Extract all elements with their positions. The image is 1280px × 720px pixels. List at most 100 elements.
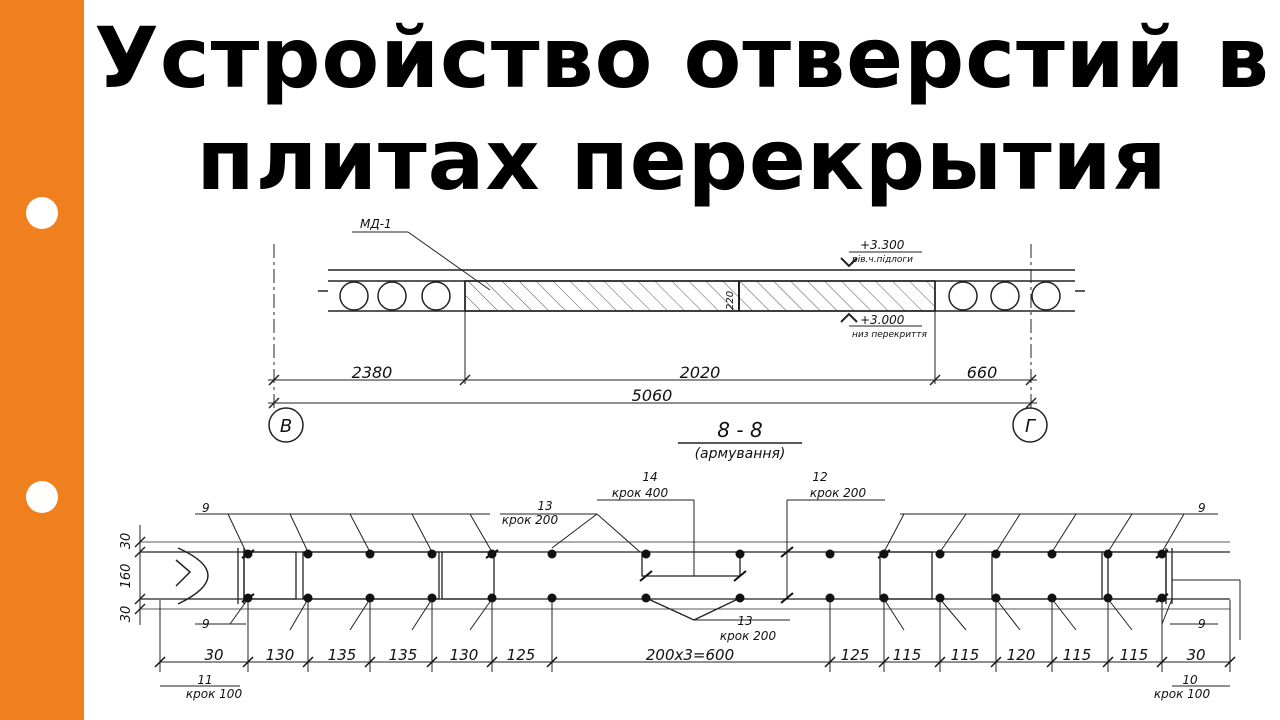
rebar-dot bbox=[735, 549, 745, 559]
rebar-dot bbox=[547, 593, 557, 603]
callout-11-number: 11 bbox=[197, 673, 212, 687]
orange-side-strip bbox=[0, 0, 84, 720]
stirrup-hook bbox=[241, 549, 255, 559]
axis-label-left: В bbox=[280, 416, 292, 437]
vertical-dim-top: 30 bbox=[119, 533, 134, 550]
rebar-dot bbox=[365, 593, 375, 603]
rebar-dot bbox=[735, 593, 745, 603]
dimension-tick bbox=[1102, 656, 1114, 668]
bullet-dot-top bbox=[26, 197, 58, 229]
trim-bar-mark bbox=[639, 570, 653, 582]
dimension-tick bbox=[824, 656, 836, 668]
dimension-tick bbox=[426, 656, 438, 668]
dim-label-middle: 2020 bbox=[680, 363, 721, 382]
hollow-core-circle bbox=[377, 281, 407, 311]
dimension-tick bbox=[546, 656, 558, 668]
section-subtitle: (армування) bbox=[695, 446, 786, 462]
rebar-dot bbox=[825, 593, 835, 603]
hollow-core-circle bbox=[1031, 281, 1061, 311]
callout-12-step: крок 200 bbox=[810, 486, 867, 500]
callout-13-top-number: 13 bbox=[537, 499, 552, 513]
callout-14-number: 14 bbox=[642, 470, 657, 484]
bottom-dim-left-5: 130 bbox=[450, 646, 479, 664]
trim-bar-mark bbox=[780, 546, 794, 558]
dimension-tick bbox=[154, 656, 166, 668]
dimension-tick bbox=[934, 656, 946, 668]
hollow-core-circle bbox=[948, 281, 978, 311]
rebar-dot bbox=[879, 593, 889, 603]
monolithic-section-hatch bbox=[464, 280, 936, 312]
dimension-tick bbox=[990, 656, 1002, 668]
slide-title-line1: Устройство отверстий в bbox=[94, 9, 1270, 107]
stirrup-hook bbox=[1155, 549, 1169, 559]
dimension-tick bbox=[1046, 656, 1058, 668]
rebar-dot bbox=[825, 549, 835, 559]
callout-13-top-step: крок 200 bbox=[502, 513, 559, 527]
stirrup-hook bbox=[485, 549, 499, 559]
callout-14-step: крок 400 bbox=[612, 486, 669, 500]
hollow-core-circle bbox=[990, 281, 1020, 311]
dim-label-total: 5060 bbox=[632, 386, 673, 405]
callout-13-bottom-number: 13 bbox=[737, 614, 752, 628]
bottom-dim-right-1: 125 bbox=[841, 646, 870, 664]
rebar-dot bbox=[487, 593, 497, 603]
rebar-dot bbox=[547, 549, 557, 559]
bottom-dim-right-6: 115 bbox=[1120, 646, 1149, 664]
callout-10-number: 10 bbox=[1182, 673, 1198, 687]
bottom-dim-right-5: 115 bbox=[1063, 646, 1092, 664]
bottom-dim-left-1: 30 bbox=[204, 646, 223, 664]
dimension-tick bbox=[486, 656, 498, 668]
dimension-tick bbox=[1156, 656, 1168, 668]
vertical-dim-middle: 160 bbox=[119, 564, 134, 589]
axis-bubble-right bbox=[1012, 407, 1048, 443]
bottom-level-note: низ перекриття bbox=[852, 330, 928, 340]
rebar-dot bbox=[1103, 593, 1113, 603]
rebar-dot bbox=[991, 549, 1001, 559]
rebar-dot bbox=[935, 593, 945, 603]
bullet-dot-bottom bbox=[26, 481, 58, 513]
dimension-tick bbox=[302, 656, 314, 668]
trim-bar-mark bbox=[780, 592, 794, 604]
stirrup-hook bbox=[877, 549, 891, 559]
hollow-core-circle bbox=[421, 281, 451, 311]
slab-elevation bbox=[268, 231, 1085, 443]
rebar-dot bbox=[303, 549, 313, 559]
top-level-note: рів.ч.підлоги bbox=[851, 255, 913, 265]
bottom-dim-left-3: 135 bbox=[328, 646, 357, 664]
rebar-dot bbox=[1047, 549, 1057, 559]
bottom-dim-middle: 200х3=600 bbox=[646, 646, 734, 664]
slab-thickness-label: 220 bbox=[725, 291, 736, 310]
rebar-layer bbox=[154, 546, 1236, 672]
bottom-dim-right-4: 120 bbox=[1007, 646, 1036, 664]
callout-12-number: 12 bbox=[812, 470, 827, 484]
rebar-dot bbox=[427, 593, 437, 603]
stirrup-hook bbox=[1155, 593, 1169, 603]
section-title: 8 - 8 bbox=[717, 418, 762, 442]
dimension-tick bbox=[242, 656, 254, 668]
callout-9-top-right: 9 bbox=[1198, 501, 1206, 515]
callout-9-bottom-right: 9 bbox=[1198, 617, 1206, 631]
bottom-dim-right-7: 30 bbox=[1186, 646, 1205, 664]
bottom-level-mark: +3.000 bbox=[860, 313, 905, 327]
trim-bar-mark bbox=[733, 570, 747, 582]
dimension-tick bbox=[1224, 656, 1236, 668]
callout-13-bottom-step: крок 200 bbox=[720, 629, 777, 643]
rebar-dot bbox=[935, 549, 945, 559]
dimension-tick bbox=[878, 656, 890, 668]
top-level-mark: +3.300 bbox=[860, 238, 905, 252]
rebar-dot bbox=[303, 593, 313, 603]
dim-label-left: 2380 bbox=[352, 363, 393, 382]
bottom-dim-right-3: 115 bbox=[951, 646, 980, 664]
bottom-dim-left-6: 125 bbox=[507, 646, 536, 664]
bottom-dim-left-2: 130 bbox=[266, 646, 295, 664]
dimension-tick bbox=[364, 656, 376, 668]
axis-label-right: Г bbox=[1025, 416, 1037, 437]
hollow-core-circle bbox=[339, 281, 369, 311]
rebar-dot bbox=[991, 593, 1001, 603]
stirrup-hook bbox=[241, 593, 255, 603]
callout-9-top-left: 9 bbox=[202, 501, 210, 515]
rebar-dot bbox=[1103, 549, 1113, 559]
slide-title-line2: плитах перекрытия bbox=[196, 111, 1168, 209]
callout-10-step: крок 100 bbox=[1154, 687, 1211, 701]
